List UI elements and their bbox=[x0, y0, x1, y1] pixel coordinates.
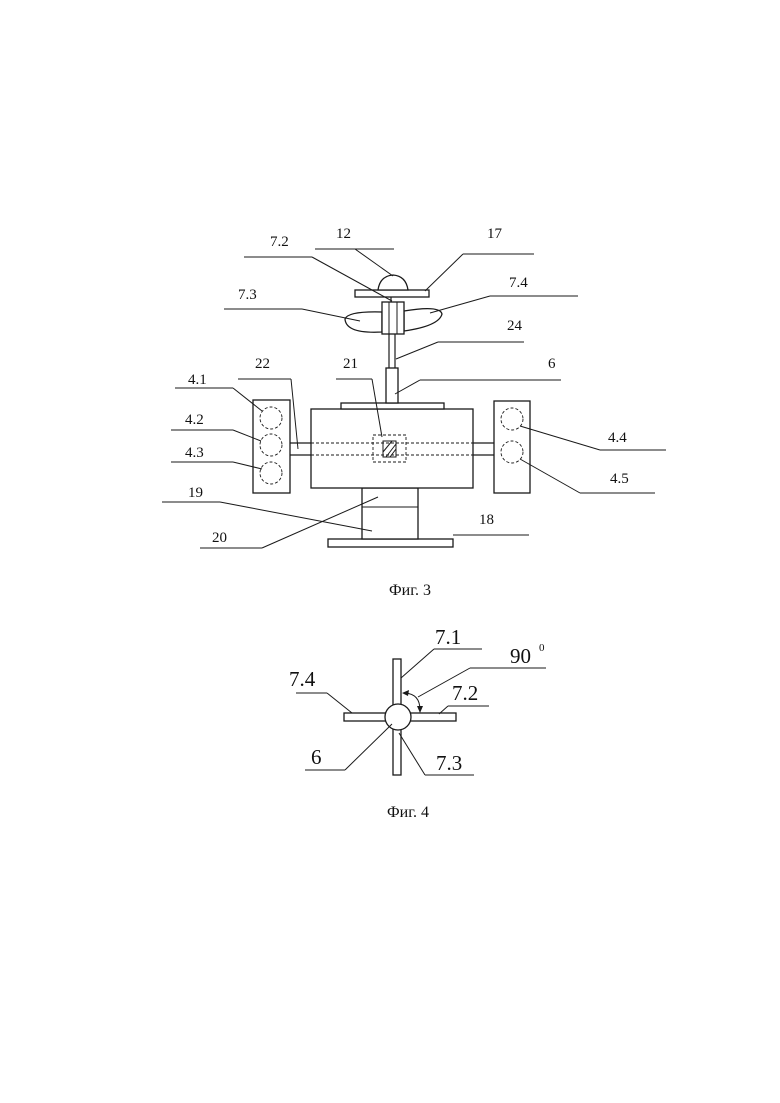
label-4-1: 4.1 bbox=[188, 372, 207, 388]
figure-4: 7.1 90 0 7.4 7.2 6 7.3 Фиг. 4 bbox=[289, 625, 546, 821]
figure-4-caption: Фиг. 4 bbox=[387, 804, 429, 821]
arrow-head-up bbox=[402, 690, 409, 696]
vertical-shaft-lower bbox=[386, 368, 398, 403]
label-21: 21 bbox=[343, 356, 358, 372]
label-4-5: 4.5 bbox=[610, 471, 629, 487]
figure-3: 12 17 7.2 7.4 7.3 24 6 22 21 4.1 4.2 4.3… bbox=[162, 226, 666, 599]
blade-7-3 bbox=[345, 312, 382, 332]
label-7-4-fig4: 7.4 bbox=[289, 667, 316, 691]
top-plate bbox=[355, 290, 429, 297]
label-20: 20 bbox=[212, 530, 227, 546]
base-plate bbox=[328, 539, 453, 547]
left-battery-block bbox=[253, 400, 290, 493]
label-90: 90 bbox=[510, 644, 531, 668]
blade-7-4 bbox=[404, 309, 442, 331]
label-7-4: 7.4 bbox=[509, 275, 528, 291]
label-19: 19 bbox=[188, 485, 203, 501]
blade-7-4 bbox=[344, 713, 387, 721]
figure-3-caption: Фиг. 3 bbox=[389, 582, 431, 599]
label-degree: 0 bbox=[539, 642, 545, 654]
label-4-2: 4.2 bbox=[185, 412, 204, 428]
label-7-2: 7.2 bbox=[270, 234, 289, 250]
top-flange bbox=[341, 403, 444, 409]
label-24: 24 bbox=[507, 318, 523, 334]
support-column bbox=[362, 488, 418, 539]
label-4-4: 4.4 bbox=[608, 430, 627, 446]
top-dome bbox=[378, 275, 408, 290]
label-22: 22 bbox=[255, 356, 270, 372]
label-4-3: 4.3 bbox=[185, 445, 204, 461]
label-7-2-fig4: 7.2 bbox=[452, 681, 478, 705]
right-battery-block bbox=[494, 401, 530, 493]
shaft-6 bbox=[385, 704, 411, 730]
blade-7-1 bbox=[393, 659, 401, 709]
label-7-3: 7.3 bbox=[238, 287, 257, 303]
label-18: 18 bbox=[479, 512, 494, 528]
label-7-3-fig4: 7.3 bbox=[436, 751, 462, 775]
blade-7-2 bbox=[409, 713, 456, 721]
arrow-head-down bbox=[417, 706, 423, 713]
label-6: 6 bbox=[548, 356, 556, 372]
label-7-1: 7.1 bbox=[435, 625, 461, 649]
leader-lines-fig4 bbox=[296, 649, 546, 775]
label-6-fig4: 6 bbox=[311, 745, 322, 769]
label-17: 17 bbox=[487, 226, 503, 242]
rotor-hub bbox=[382, 302, 404, 334]
label-12: 12 bbox=[336, 226, 351, 242]
